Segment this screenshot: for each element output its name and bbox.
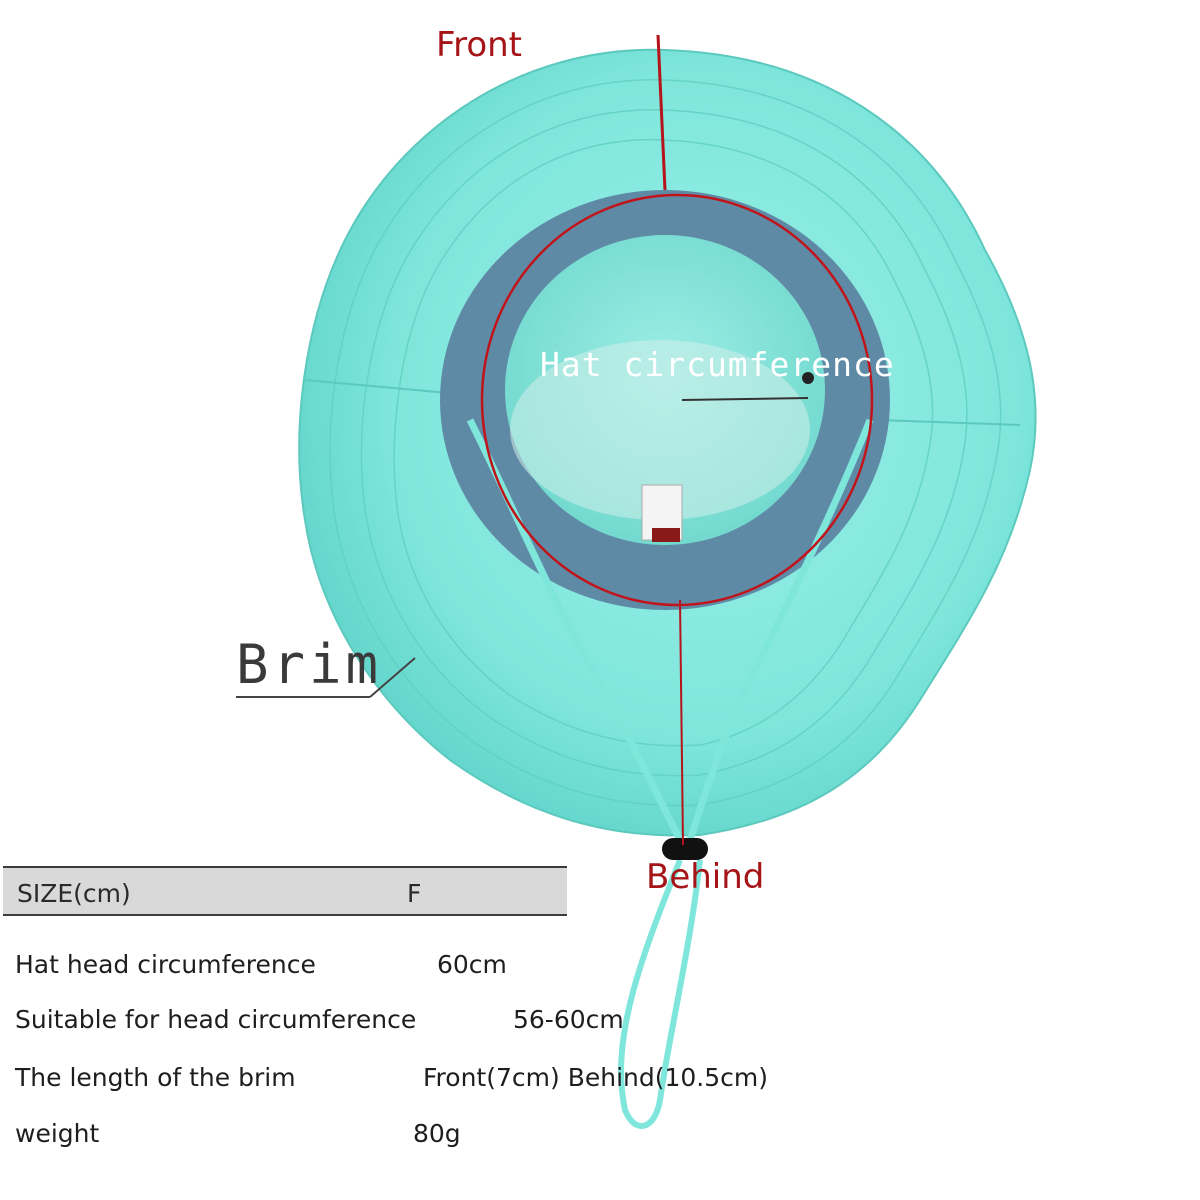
spec-row-label: Hat head circumference (15, 950, 316, 979)
brim-label: Brim (236, 633, 383, 696)
brim-stitching (329, 79, 1002, 807)
inner-lining (510, 340, 810, 520)
spec-row-value: 80g (413, 1119, 461, 1148)
spec-row-label: Suitable for head circumference (15, 1005, 417, 1034)
chin-strap-loop (618, 858, 703, 1129)
size-header-value: F (407, 879, 422, 908)
cord-stopper (662, 838, 708, 860)
size-table-header: SIZE(cm) F (3, 866, 567, 916)
spec-row-label: weight (15, 1119, 100, 1148)
chin-strap-left (466, 418, 684, 842)
spec-row-value: 56-60cm (513, 1005, 624, 1034)
spec-row-value: Front(7cm) Behind(10.5cm) (423, 1063, 768, 1092)
chin-strap-right (686, 418, 874, 842)
spec-row-value: 60cm (437, 950, 507, 979)
brim-pointer-line (369, 657, 416, 698)
hat-circumference-label: Hat circumference (540, 345, 895, 384)
spec-row-label: The length of the brim (15, 1063, 296, 1092)
front-marker-line (656, 34, 667, 191)
circumference-pointer-dot (802, 372, 814, 384)
front-label: Front (436, 25, 522, 65)
size-header-label: SIZE(cm) (17, 879, 131, 908)
circumference-pointer-line (681, 397, 809, 401)
circumference-marker-circle (480, 193, 874, 607)
size-tag-band (652, 528, 680, 542)
behind-marker-line (679, 599, 684, 846)
behind-label: Behind (646, 857, 765, 897)
brim-seam-right (879, 419, 1021, 426)
